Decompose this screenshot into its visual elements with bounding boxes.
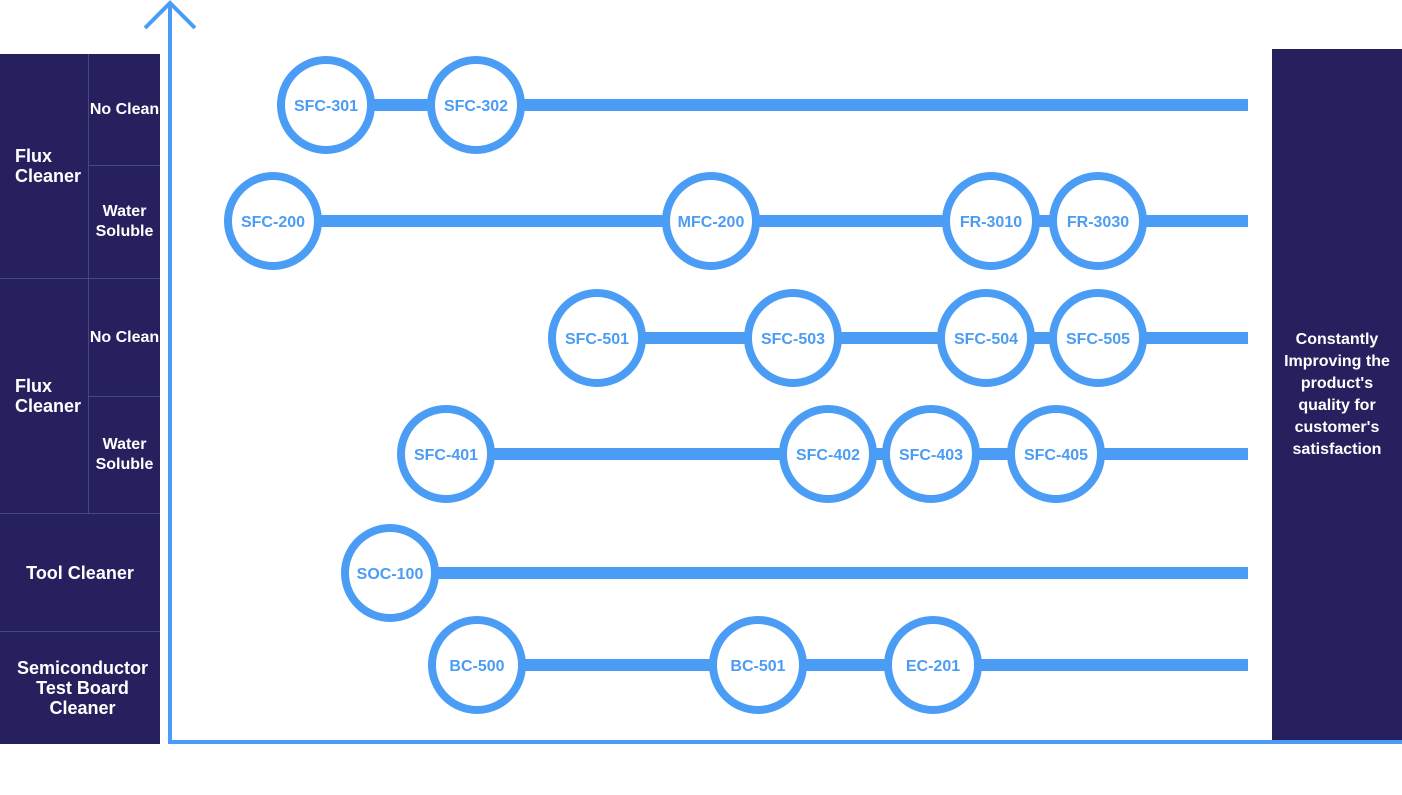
product-label: SFC-503 (761, 331, 825, 348)
product-label: FR-3030 (1067, 214, 1129, 231)
subcategory-label: No Clean (88, 279, 160, 396)
product-row: BC-500 BC-501 EC-201 (428, 616, 1248, 714)
product-label: SFC-504 (954, 331, 1018, 348)
category-label: Semiconductor Test Board Cleaner (16, 658, 149, 718)
product-label: SFC-401 (414, 447, 478, 464)
divider (88, 396, 160, 397)
product-label: SFC-501 (565, 331, 629, 348)
product-node (1007, 405, 1105, 503)
quality-statement: Constantly Improving the product's quali… (1284, 330, 1390, 458)
axes (143, 0, 1402, 744)
product-node (709, 616, 807, 714)
product-node (224, 172, 322, 270)
product-label: BC-500 (449, 658, 504, 675)
arrow-up-icon (143, 0, 197, 30)
product-node (662, 172, 760, 270)
product-node (341, 524, 439, 622)
product-node (779, 405, 877, 503)
subcategory-label: No Clean (88, 54, 160, 166)
category-label: Tool Cleaner (26, 562, 134, 583)
divider (0, 631, 160, 632)
divider (0, 513, 160, 514)
product-label: BC-501 (730, 658, 785, 675)
product-row: SOC-100 (341, 524, 1248, 622)
product-row: SFC-301 SFC-302 (277, 56, 1248, 154)
product-row: SFC-501 SFC-503 SFC-504 SFC-505 (548, 289, 1248, 387)
product-label: SFC-301 (294, 98, 358, 115)
product-label: MFC-200 (678, 214, 745, 231)
divider (0, 278, 160, 279)
product-node (942, 172, 1040, 270)
subcategory-label: Water Soluble (88, 397, 160, 513)
product-node (427, 56, 525, 154)
product-label: SFC-403 (899, 447, 963, 464)
product-node (884, 616, 982, 714)
product-node (1049, 172, 1147, 270)
product-label: EC-201 (906, 658, 960, 675)
product-node (548, 289, 646, 387)
divider (88, 165, 160, 166)
category-label: Flux Cleaner (15, 376, 82, 416)
product-label: SFC-200 (241, 214, 305, 231)
product-node (882, 405, 980, 503)
product-node (744, 289, 842, 387)
product-node (937, 289, 1035, 387)
product-node (1049, 289, 1147, 387)
product-label: SFC-402 (796, 447, 860, 464)
category-sidebar (0, 54, 160, 744)
product-row: SFC-401 SFC-402 SFC-403 SFC-405 (397, 405, 1248, 503)
product-node (428, 616, 526, 714)
product-node (397, 405, 495, 503)
subcategory-label: Water Soluble (88, 166, 160, 278)
product-label: SOC-100 (357, 566, 424, 583)
product-label: FR-3010 (960, 214, 1022, 231)
product-label: SFC-405 (1024, 447, 1088, 464)
category-label: Flux Cleaner (15, 146, 82, 186)
quality-statement-panel: Constantly Improving the product's quali… (1272, 49, 1402, 740)
product-node (277, 56, 375, 154)
product-label: SFC-302 (444, 98, 508, 115)
product-label: SFC-505 (1066, 331, 1130, 348)
product-row: SFC-200 MFC-200 FR-3010 FR-3030 (224, 172, 1248, 270)
